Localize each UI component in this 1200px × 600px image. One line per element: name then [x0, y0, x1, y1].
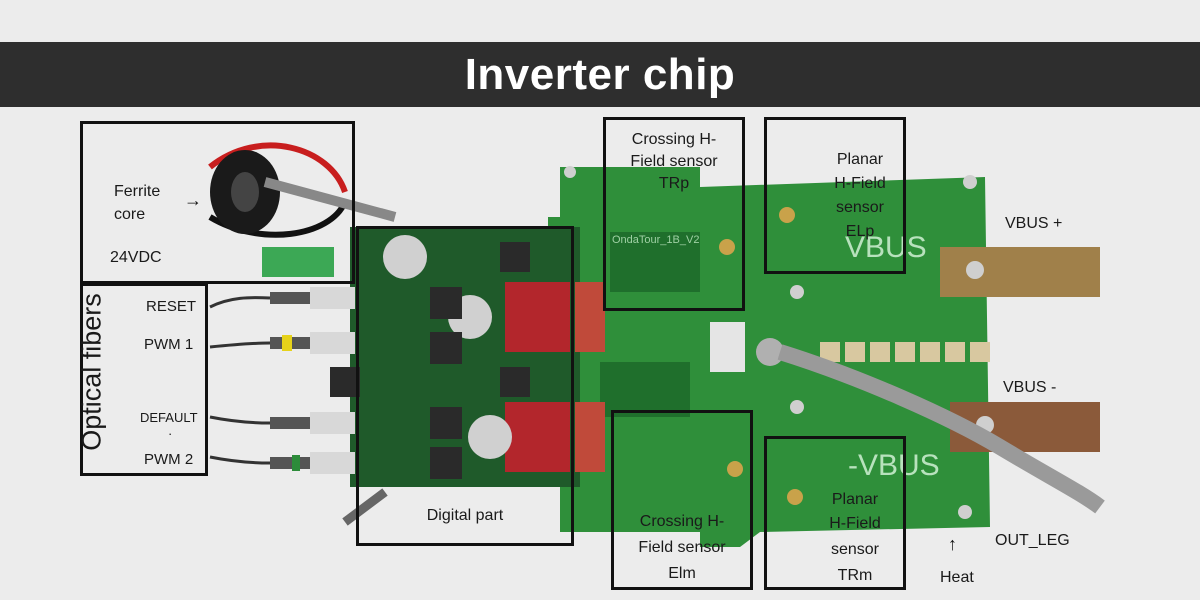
page-title: Inverter chip — [0, 42, 1200, 107]
digital-part-label: Digital part — [426, 507, 504, 524]
planar-elp-label-4: ELp — [845, 223, 875, 240]
planar-elp-box — [764, 117, 906, 274]
ferrite-core-label: Ferrite core — [114, 183, 161, 224]
top-margin — [0, 0, 1200, 42]
crossing-elm-label-3: Elm — [668, 565, 696, 582]
board-vbus-bottom: -VBUS — [848, 449, 940, 482]
heat-label: Heat — [940, 569, 974, 586]
planar-trm-label-4: TRm — [837, 567, 873, 584]
digital-board — [330, 227, 605, 487]
dot-label: · — [168, 426, 173, 441]
board-photo: OndaTour_1B_V2 VBUS -VBUS — [0, 107, 1200, 600]
vdc-label: 24VDC — [110, 249, 162, 266]
vbus-minus-label: VBUS - — [1003, 379, 1057, 396]
optical-connectors — [209, 287, 355, 474]
crossing-trp-label-2: Field sensor — [630, 153, 718, 170]
pwm1-label: PWM 1 — [144, 336, 194, 353]
crossing-trp-label-3: TRp — [658, 175, 690, 192]
planar-trm-label-2: H-Field — [829, 515, 881, 532]
reset-label: RESET — [146, 298, 197, 315]
crossing-elm-label-1: Crossing H- — [639, 513, 725, 530]
planar-elp-label-3: sensor — [835, 199, 885, 216]
crossing-trp-box — [603, 117, 745, 311]
crossing-trp-label-1: Crossing H- — [631, 131, 717, 148]
out-leg-label: OUT_LEG — [995, 532, 1070, 549]
planar-elp-label-1: Planar — [836, 151, 884, 168]
arrow-icon: → — [184, 190, 202, 210]
planar-elp-label-2: H-Field — [834, 175, 886, 192]
planar-trm-label-1: Planar — [831, 491, 879, 508]
default-label: DEFAULT — [140, 410, 198, 425]
ferrite-core-box — [80, 121, 355, 284]
crossing-elm-box — [611, 410, 753, 590]
board-vbus-top: VBUS — [845, 231, 927, 264]
planar-trm-label-3: sensor — [830, 541, 880, 558]
vbus-plus-bar — [940, 247, 1100, 297]
digital-part-box — [356, 226, 574, 546]
heat-arrow-icon: ↑ — [948, 534, 957, 554]
optical-fibers-box — [80, 283, 208, 476]
crossing-elm-label-2: Field sensor — [638, 539, 726, 556]
board-id: OndaTour_1B_V2 — [612, 234, 699, 246]
vbus-plus-label: VBUS + — [1005, 215, 1063, 232]
optical-fibers-label: Optical fibers — [76, 293, 107, 451]
output-cable — [777, 344, 1105, 514]
power-board: OndaTour_1B_V2 VBUS -VBUS — [548, 166, 990, 547]
pwm2-label: PWM 2 — [144, 451, 194, 468]
planar-trm-box — [764, 436, 906, 590]
ferrite-core-assembly — [208, 142, 397, 277]
